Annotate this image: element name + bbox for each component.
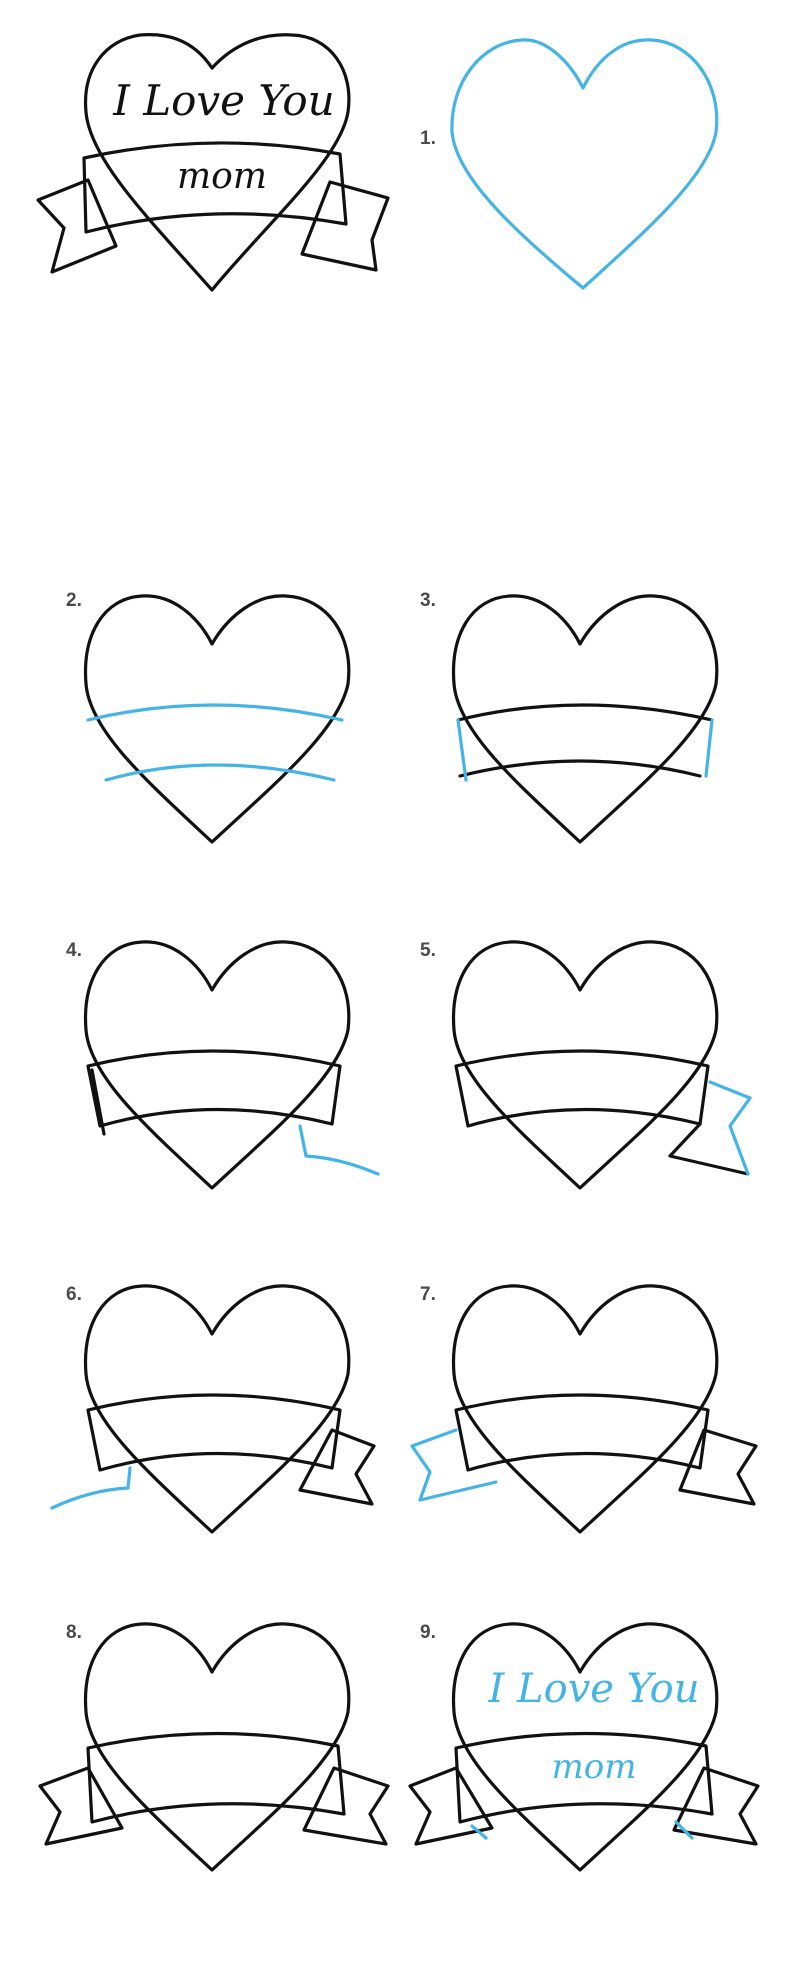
finished-heart-graphic: I Love You mom [36,33,390,292]
step-4-drawing [83,940,380,1190]
step-number: 2. [66,590,82,611]
step-7: 7. [400,1260,800,1600]
heart-shape [83,33,351,292]
step-6: 6. [0,1260,400,1600]
final-text-line1: I Love You [112,76,334,125]
step-4: 4. [0,920,400,1260]
erase-guide-left [470,1824,488,1840]
step-number: 5. [420,940,436,961]
step-number: 1. [420,128,436,149]
final-text-line1: I Love You [488,1666,700,1712]
step-8-drawing [38,1622,390,1872]
final-text-line2: mom [177,156,267,197]
tail-guide-right [298,1124,380,1176]
ribbon-band [454,1393,710,1472]
guide-line-bottom [104,763,336,782]
step-6-drawing [50,1284,376,1534]
ribbon-band [86,1393,342,1472]
ribbon-band [86,1049,342,1128]
heart-outline [83,1284,351,1534]
ribbon-tail-left [36,178,118,274]
heart-outline [83,1622,351,1872]
final-text-line2: mom [552,1747,637,1787]
heart-outline [451,940,719,1190]
step-number: 3. [420,590,436,611]
ribbon-tail-right [678,1428,758,1506]
ribbon-tail-left [408,1766,494,1846]
ribbon-tail-left [38,1766,124,1846]
step-8: 8. [0,1600,400,1940]
ribbon-band [86,1731,346,1824]
step-3-drawing [451,594,719,844]
step-5: 5. [400,920,800,1260]
heart-outline [450,38,719,290]
step-5-drawing [451,940,752,1190]
ribbon-tail-right [302,1766,390,1846]
ribbon-band [454,1731,714,1824]
erase-guide-right [674,1820,694,1840]
ribbon-tail-right [300,180,390,272]
tail-guide-left [50,1466,132,1510]
step-number: 4. [66,940,82,961]
ribbon-tail-right [668,1122,750,1176]
step-number: 8. [66,1622,82,1643]
finished-drawing: I Love You mom [0,0,400,340]
step-9: 9. I Love You mom [400,1600,800,1940]
step-2-drawing [83,594,351,844]
step-number: 6. [66,1284,82,1305]
ribbon-band [82,141,348,234]
step-7-drawing [410,1284,758,1534]
ribbon-tail-left [90,1068,106,1136]
ribbon-band-bottom [458,759,702,778]
heart-outline [451,1284,719,1534]
ribbon-tail-right [672,1766,760,1846]
tail-guide-left [410,1428,498,1502]
guide-line-top [86,703,344,722]
step-1-drawing [450,38,719,290]
ribbon-band [454,1049,710,1128]
band-end-right [704,718,714,778]
ribbon-band-top [456,703,714,722]
heart-outline [83,940,351,1190]
heart-outline [83,594,351,844]
step-1: 1. [400,0,800,340]
step-9-drawing: I Love You mom [408,1622,760,1872]
heart-outline [451,1622,719,1872]
tail-notch-guide [708,1080,752,1176]
step-3: 3. [400,580,800,920]
ribbon-tail-right [298,1428,376,1506]
step-2: 2. [0,580,400,920]
step-number: 9. [420,1622,436,1643]
heart-outline [451,594,719,844]
step-number: 7. [420,1284,436,1305]
band-end-left [456,718,468,782]
